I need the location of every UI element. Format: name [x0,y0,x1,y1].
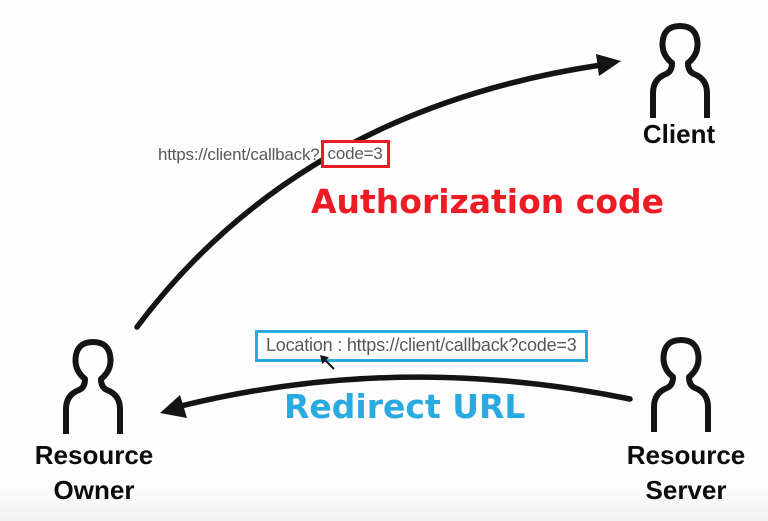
mouse-cursor-icon [320,355,335,370]
authorization-code-caption: Authorization code [311,182,665,221]
resource-owner-label-line1: Resource [34,440,154,470]
resource-owner-label: Resource Owner [35,438,154,508]
resource-server-label-line2: Server [645,475,727,505]
resource-server-label: Resource Server [627,438,746,508]
callback-url-prefix: https://client/callback? [158,145,320,164]
resource-server-label-line1: Resource [626,440,746,470]
resource-owner-person-icon [66,342,120,434]
callback-url-text: https://client/callback?code=3 [158,140,390,169]
redirect-arrow [160,374,633,418]
resource-server-person-icon [654,340,708,432]
client-label: Client [642,119,716,149]
arrowhead-left-icon [160,395,187,418]
client-person-icon [653,26,707,118]
code-param-box: code=3 [320,140,390,168]
redirect-url-caption: Redirect URL [284,387,526,426]
resource-owner-label-line2: Owner [53,475,135,505]
location-header-box: Location : https://client/callback?code=… [255,330,588,362]
arrowhead-right-icon [596,54,621,76]
